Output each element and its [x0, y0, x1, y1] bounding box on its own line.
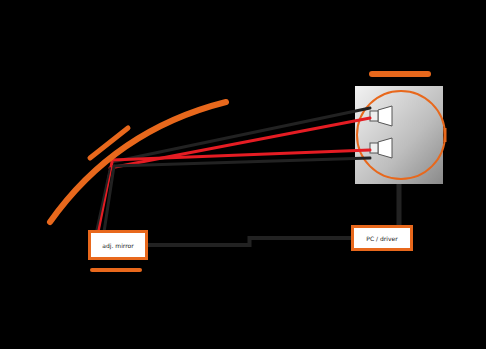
box-label: adj. mirror: [102, 242, 133, 249]
housing-tag: [372, 71, 428, 77]
mirror-control-box: adj. mirror: [88, 230, 148, 260]
driver-box: PC / driver: [351, 225, 413, 251]
ring-marker: [444, 128, 447, 142]
mirror-tag: [90, 128, 128, 158]
lamp: [370, 138, 392, 158]
light-beams: [96, 108, 370, 232]
rotation-ring: [357, 91, 445, 179]
lamp: [370, 106, 392, 126]
box-label: PC / driver: [366, 235, 397, 242]
cable-connector: [148, 238, 351, 245]
curved-mirror: [50, 102, 226, 222]
box-tag: [92, 268, 140, 272]
head-cable: [397, 184, 402, 226]
